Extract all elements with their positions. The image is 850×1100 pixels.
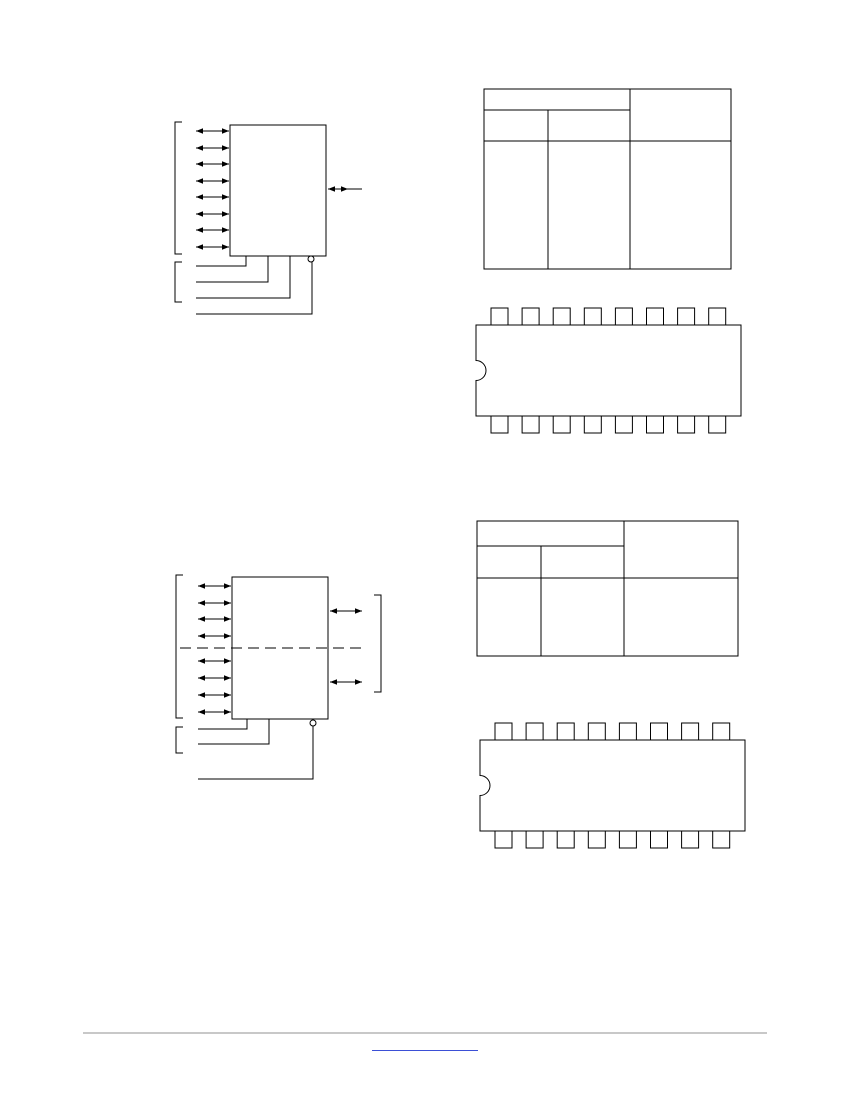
package-body (479, 739, 746, 832)
footer-link[interactable] (372, 1046, 478, 1051)
package-body (475, 324, 742, 417)
package-pin (712, 722, 731, 741)
package-pin (494, 830, 513, 849)
inhibit-line (198, 726, 314, 780)
inhibit-bubble (309, 719, 317, 727)
package-pin (552, 415, 571, 434)
package-pin (525, 830, 544, 849)
multiplexer-8-channel-block (174, 121, 362, 315)
dip-package-dual-4-channel (479, 722, 746, 849)
channel-arrows (198, 583, 231, 715)
control-line-b (198, 719, 270, 745)
input-bracket (175, 574, 183, 719)
multiplexer-dual-4-channel-block (175, 574, 382, 780)
package-pin (681, 722, 700, 741)
control-bracket (174, 261, 182, 303)
control-line-c (196, 256, 291, 299)
package-pin (646, 307, 664, 326)
package-pin (490, 307, 509, 326)
control-line-b (196, 256, 269, 283)
package-pin (587, 722, 606, 741)
package-pin (618, 830, 637, 849)
package-pin (712, 830, 731, 849)
package-pin (650, 722, 668, 741)
mux-body (231, 576, 329, 720)
package-pin (490, 415, 509, 434)
package-pin (525, 722, 544, 741)
package-pin (677, 415, 696, 434)
dip-package-8-channel (475, 307, 742, 434)
package-pin (677, 307, 696, 326)
package-pin (708, 307, 727, 326)
package-pin (494, 722, 513, 741)
inhibit-line (196, 262, 313, 315)
mux-body (229, 124, 327, 257)
package-pin (552, 307, 571, 326)
package-pin (587, 830, 606, 849)
package-pin (650, 830, 668, 849)
package-pin (521, 415, 540, 434)
package-pin (583, 415, 602, 434)
output-bracket (374, 594, 382, 693)
package-pin (614, 415, 633, 434)
package-pin (614, 307, 633, 326)
package-pin (646, 415, 664, 434)
package-pin (521, 307, 540, 326)
package-pin (556, 722, 575, 741)
control-line-a (198, 719, 248, 730)
control-bracket (175, 726, 183, 754)
footer-rule (83, 1032, 767, 1034)
truth-table-dual-4-channel (476, 520, 739, 657)
package-pin (708, 415, 727, 434)
package-pin (556, 830, 575, 849)
inhibit-bubble (307, 255, 315, 263)
truth-table-8-channel (483, 88, 732, 270)
input-bracket (174, 121, 182, 255)
control-line-a (196, 256, 247, 267)
package-pin (681, 830, 700, 849)
channel-arrows (196, 128, 229, 250)
package-pin (618, 722, 637, 741)
package-pin (583, 307, 602, 326)
